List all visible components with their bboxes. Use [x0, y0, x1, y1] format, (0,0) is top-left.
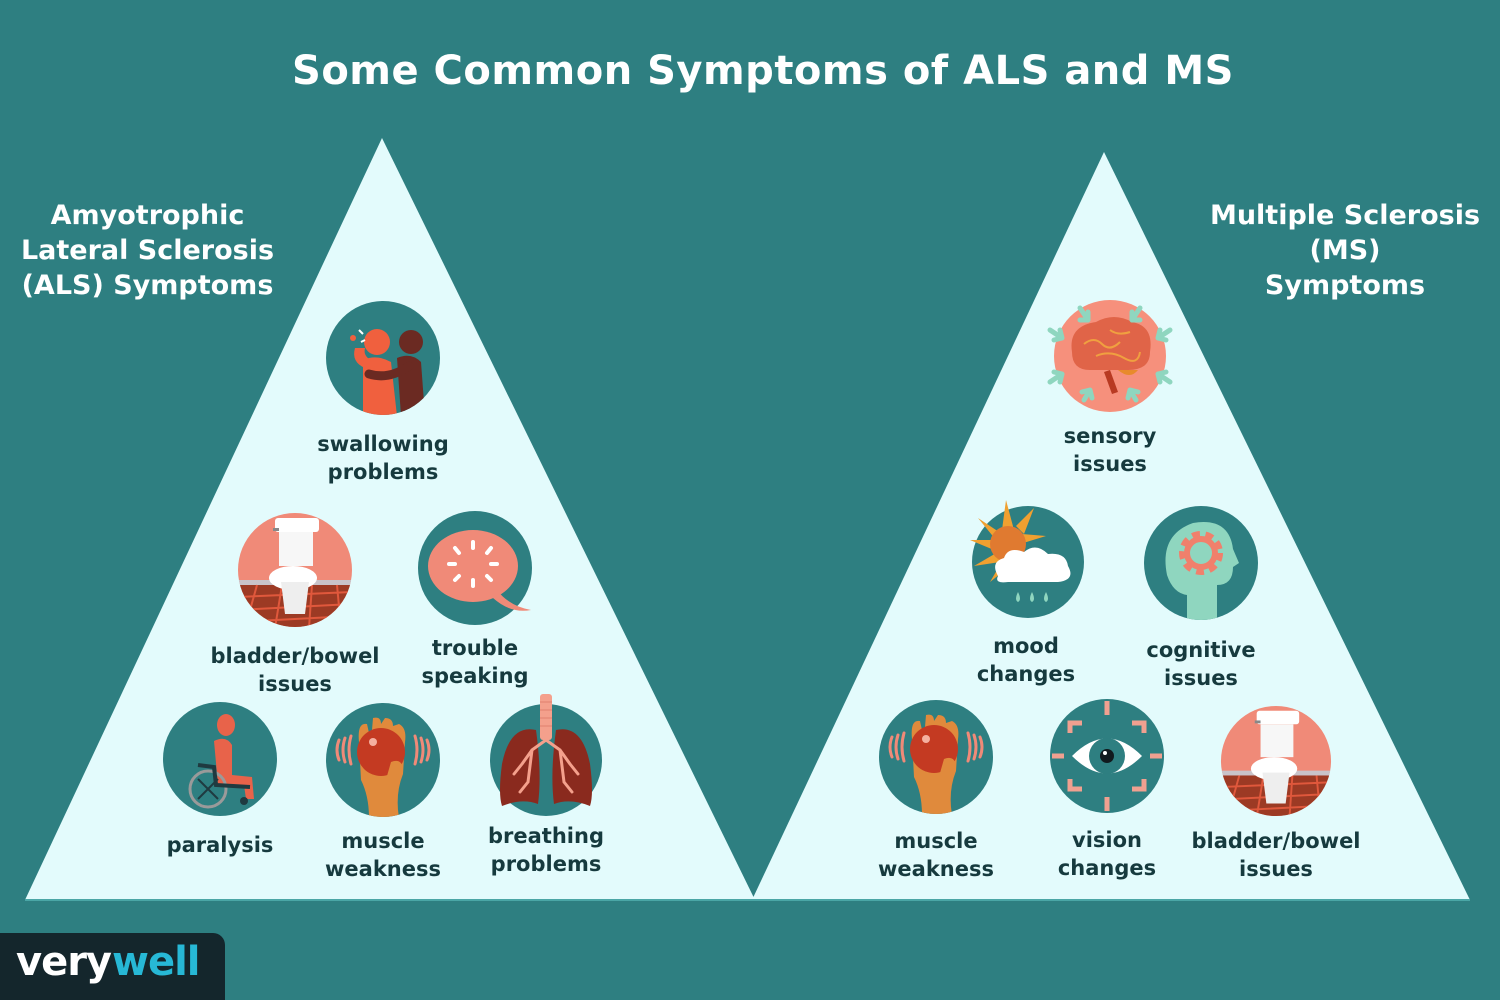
ms-symptom-vision-changes: vision changes	[1007, 697, 1207, 882]
symptom-label-line: muscle	[894, 829, 978, 853]
shaking-hand-ball-icon	[879, 700, 993, 814]
symptom-label: mood changes	[926, 632, 1126, 688]
symptom-label-line: mood	[993, 634, 1059, 658]
symptom-label-line: bladder/bowel	[210, 644, 380, 668]
symptom-label-line: weakness	[878, 857, 994, 881]
symptom-label: vision changes	[1007, 826, 1207, 882]
als-symptom-paralysis: paralysis	[120, 701, 320, 859]
symptom-label-line: issues	[1239, 857, 1313, 881]
als-heading: Amyotrophic Lateral Sclerosis (ALS) Symp…	[10, 198, 285, 303]
brain-arrows-icon	[1047, 300, 1173, 412]
ms-symptom-muscle-weakness: muscle weakness	[836, 699, 1036, 883]
als-symptom-trouble-speaking: trouble speaking	[375, 510, 575, 690]
symptom-label: muscle weakness	[283, 827, 483, 883]
symptom-label: sensory issues	[1010, 422, 1210, 478]
speech-bubble-icon	[418, 511, 532, 625]
symptom-label-line: speaking	[421, 664, 529, 688]
symptom-label: cognitive issues	[1101, 636, 1301, 692]
symptom-label-line: paralysis	[166, 833, 274, 857]
symptom-label: muscle weakness	[836, 827, 1036, 883]
symptom-label: swallowing problems	[283, 430, 483, 486]
ms-symptom-mood-changes: mood changes	[926, 500, 1126, 688]
als-heading-line: Amyotrophic	[50, 200, 245, 231]
symptom-label-line: issues	[1164, 666, 1238, 690]
page-title: Some Common Symptoms of ALS and MS	[292, 48, 1234, 94]
symptom-label: bladder/bowel issues	[1176, 827, 1376, 883]
eye-target-icon	[1050, 699, 1164, 813]
symptom-label-line: breathing	[488, 824, 604, 848]
als-symptom-bladder-bowel: bladder/bowel issues	[195, 512, 395, 698]
symptom-label: paralysis	[120, 831, 320, 859]
ms-symptom-cognitive-issues: cognitive issues	[1101, 505, 1301, 692]
ms-symptom-bladder-bowel: bladder/bowel issues	[1176, 705, 1376, 883]
als-symptom-muscle-weakness: muscle weakness	[283, 702, 483, 883]
symptom-label-line: changes	[976, 662, 1076, 686]
symptom-label: breathing problems	[446, 822, 646, 878]
symptom-label-line: issues	[258, 672, 332, 696]
symptom-label-line: muscle	[341, 829, 425, 853]
logo-text-well: well	[112, 939, 201, 985]
ms-heading-line: Symptoms	[1264, 270, 1426, 301]
symptom-label-line: problems	[327, 460, 439, 484]
verywell-logo: very well	[0, 933, 225, 1000]
symptom-label: trouble speaking	[375, 634, 575, 690]
shaking-hand-ball-icon	[326, 703, 440, 817]
symptom-label-line: cognitive	[1146, 638, 1256, 662]
symptom-label-line: trouble	[431, 636, 519, 660]
symptom-label-line: sensory	[1063, 424, 1157, 448]
symptom-label-line: weakness	[325, 857, 441, 881]
symptom-label-line: vision	[1072, 828, 1142, 852]
choking-person-icon	[326, 301, 440, 415]
als-heading-line: (ALS) Symptoms	[21, 270, 274, 301]
symptom-label: bladder/bowel issues	[195, 642, 395, 698]
als-symptom-breathing-problems: breathing problems	[446, 694, 646, 878]
sun-cloud-rain-icon	[970, 500, 1084, 618]
wheelchair-icon	[163, 702, 277, 816]
symptom-label-line: changes	[1057, 856, 1157, 880]
symptom-label-line: issues	[1073, 452, 1147, 476]
ms-symptom-sensory-issues: sensory issues	[1010, 296, 1210, 478]
head-gear-icon	[1144, 506, 1258, 620]
toilet-icon	[1220, 705, 1332, 817]
ms-heading-line: (MS)	[1309, 235, 1381, 266]
symptom-label-line: problems	[490, 852, 602, 876]
ms-heading: Multiple Sclerosis (MS) Symptoms	[1205, 198, 1485, 303]
ms-heading-line: Multiple Sclerosis	[1209, 200, 1481, 231]
als-heading-line: Lateral Sclerosis	[20, 235, 275, 266]
als-symptom-swallowing: swallowing problems	[283, 300, 483, 486]
lungs-icon	[490, 694, 602, 816]
symptom-label-line: swallowing	[317, 432, 449, 456]
toilet-icon	[238, 513, 352, 627]
symptom-label-line: bladder/bowel	[1191, 829, 1361, 853]
logo-text-very: very	[16, 939, 112, 985]
